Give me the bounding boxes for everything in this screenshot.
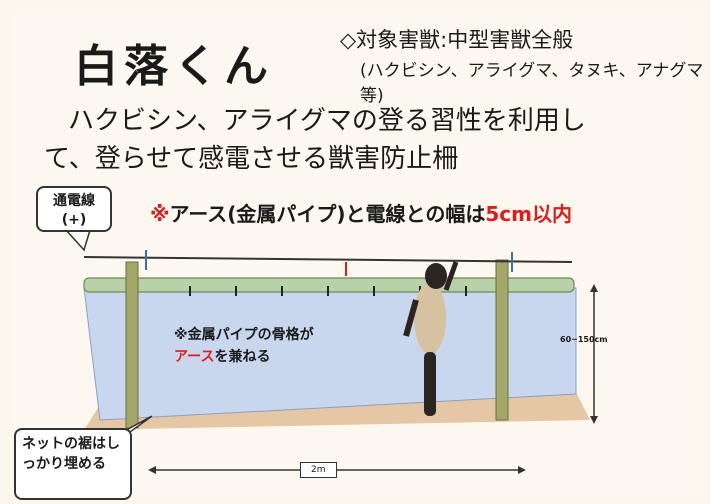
warning-text: アース(金属パイプ)と電線との幅は bbox=[169, 202, 486, 226]
width-label: 2m bbox=[300, 462, 337, 478]
pipe-note-rest: を兼ねる bbox=[214, 349, 271, 365]
wire-label-line-1: 通電線 bbox=[53, 193, 95, 209]
gap-warning: ※アース(金属パイプ)と電線との幅は5cm以内 bbox=[150, 198, 572, 227]
pipe-note: ※金属パイプの骨格が アースを兼ねる bbox=[174, 324, 314, 368]
target-examples: (ハクビシン、アライグマ、タヌキ、アナグマ等) bbox=[360, 61, 704, 106]
product-title: 白落くん bbox=[74, 41, 274, 92]
wire-label: 通電線 (+) bbox=[36, 186, 112, 232]
target-animals: ◇対象害獣:中型害獣全般 bbox=[340, 28, 574, 52]
pipe-note-earth: アース bbox=[174, 349, 215, 365]
warning-mark: ※ bbox=[150, 202, 170, 226]
description-line-2: て、登らせて感電させる獣害防止柵 bbox=[44, 144, 459, 174]
warning-value: 5cm以内 bbox=[485, 202, 572, 226]
height-label: 60~150cm bbox=[560, 335, 608, 344]
electric-wire bbox=[83, 256, 573, 263]
description-line-1: ハクビシン、アライグマの登る習性を利用し bbox=[68, 106, 586, 136]
wire-label-line-2: (+) bbox=[61, 212, 87, 228]
pipe-note-line-1: ※金属パイプの骨格が bbox=[174, 327, 314, 343]
net-label: ネットの裾はしっかり埋める bbox=[14, 428, 132, 500]
post-right bbox=[495, 259, 509, 421]
post-left bbox=[125, 261, 139, 429]
raccoon-animal bbox=[403, 261, 459, 416]
